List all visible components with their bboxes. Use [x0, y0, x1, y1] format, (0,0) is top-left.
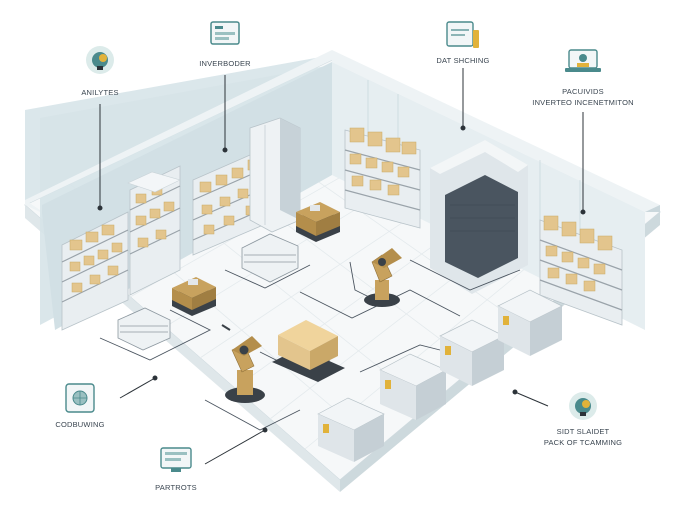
- label-smart-packing-line1: SIDT SLAIDET: [557, 427, 610, 436]
- monitor-screen-icon: [160, 447, 192, 472]
- bulb-gear-icon: [569, 392, 597, 420]
- label-analytics: ANILYTES: [81, 88, 118, 97]
- crate-1: [317, 397, 385, 462]
- shelf-unit-back: [344, 127, 421, 229]
- document-chart-icon: [446, 21, 479, 48]
- cart-center: [241, 233, 299, 283]
- shelf-unit-left-2: [127, 165, 181, 296]
- tablet-globe-icon: [65, 383, 95, 413]
- agv-robot-top: [296, 202, 340, 242]
- conveyor-box: [272, 320, 345, 382]
- shelf-unit-right: [539, 215, 623, 326]
- crate-4: [497, 289, 563, 356]
- laptop-person-icon: [565, 49, 601, 72]
- leader-lines: [97, 68, 586, 465]
- right-wall-top: [332, 50, 660, 212]
- label-inventory-mgmt-line1: PACUIVIDS: [562, 87, 604, 96]
- right-wall-side: [645, 205, 660, 212]
- cart-left: [117, 307, 171, 351]
- agv-robot-left: [172, 277, 216, 316]
- label-conveying: CODBUWING: [55, 420, 104, 429]
- loading-dock-door: [430, 140, 528, 294]
- label-inventory-mgmt-line2: INVERTEO INCENETMITON: [532, 98, 633, 107]
- label-parts: PARTROTS: [155, 483, 197, 492]
- tall-cabinet: [249, 117, 301, 233]
- crate-2: [379, 353, 447, 420]
- label-inventory: INVERBODER: [199, 59, 251, 68]
- crate-3: [439, 319, 505, 386]
- shelf-unit-left-1: [61, 211, 129, 331]
- robot-arm-center: [364, 248, 402, 307]
- lightbulb-gear-icon: [86, 46, 114, 74]
- robot-arm-front: [221, 324, 265, 403]
- left-wall: [25, 50, 332, 205]
- monitor-list-icon: [210, 21, 240, 45]
- label-smart-packing-line2: PACK OF TCAMMING: [544, 438, 622, 447]
- label-data-sharing: DAT SHCHING: [436, 56, 489, 65]
